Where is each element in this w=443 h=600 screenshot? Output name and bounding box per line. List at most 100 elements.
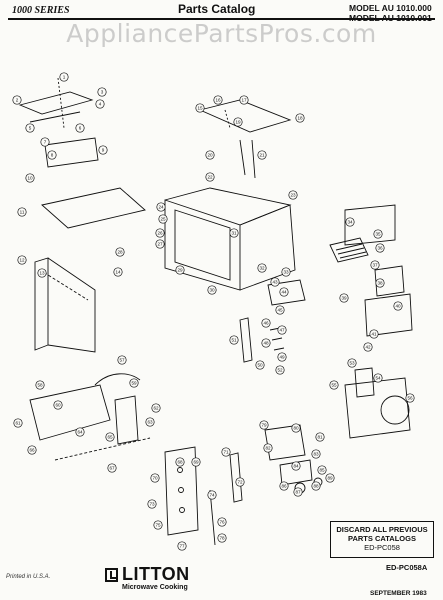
callout-78: 78 <box>217 533 227 543</box>
callout-59: 59 <box>129 378 139 388</box>
notice-line: DISCARD ALL PREVIOUS <box>336 525 428 534</box>
svg-text:88: 88 <box>313 484 319 489</box>
svg-text:59: 59 <box>131 381 137 386</box>
callout-3: 3 <box>97 87 107 97</box>
svg-text:27: 27 <box>157 242 163 247</box>
series-label: 1000 SERIES <box>12 5 70 16</box>
svg-text:21: 21 <box>259 153 265 158</box>
svg-text:33: 33 <box>283 270 289 275</box>
callout-21: 21 <box>257 150 267 160</box>
callout-87: 87 <box>293 487 303 497</box>
callout-66: 66 <box>27 445 37 455</box>
svg-text:24: 24 <box>158 205 164 210</box>
callout-56: 56 <box>405 393 415 403</box>
svg-text:23: 23 <box>290 193 296 198</box>
svg-text:80: 80 <box>293 426 299 431</box>
callout-16: 16 <box>213 95 223 105</box>
svg-text:41: 41 <box>371 332 377 337</box>
svg-text:66: 66 <box>29 448 35 453</box>
callout-61: 61 <box>13 418 23 428</box>
callout-24: 24 <box>156 202 166 212</box>
notice-code: ED-PC058 <box>364 543 400 552</box>
control-panel <box>164 446 199 536</box>
svg-text:40: 40 <box>395 304 401 309</box>
callout-68: 68 <box>175 457 185 467</box>
callout-76: 76 <box>217 517 227 527</box>
callout-31: 31 <box>229 228 239 238</box>
svg-text:29: 29 <box>177 268 183 273</box>
callout-22: 22 <box>205 172 215 182</box>
svg-text:87: 87 <box>295 490 301 495</box>
callout-44: 44 <box>279 287 289 297</box>
callout-60: 60 <box>53 400 63 410</box>
callout-73: 73 <box>147 499 157 509</box>
svg-text:8: 8 <box>51 153 54 158</box>
callout-67: 67 <box>107 463 117 473</box>
svg-text:62: 62 <box>153 406 159 411</box>
svg-text:58: 58 <box>37 383 43 388</box>
fan-bracket <box>267 279 306 306</box>
callout-85: 85 <box>317 465 327 475</box>
callout-88: 88 <box>311 481 321 491</box>
callout-20: 20 <box>205 150 215 160</box>
header-rule <box>8 18 435 20</box>
svg-text:26: 26 <box>157 231 163 236</box>
svg-text:60: 60 <box>55 403 61 408</box>
svg-text:6: 6 <box>79 126 82 131</box>
svg-text:84: 84 <box>293 464 299 469</box>
callout-37: 37 <box>370 260 380 270</box>
callout-57: 57 <box>117 355 127 365</box>
callout-30: 30 <box>207 285 217 295</box>
svg-text:50: 50 <box>257 363 263 368</box>
svg-text:13: 13 <box>39 271 45 276</box>
callout-15: 15 <box>195 103 205 113</box>
callout-81: 81 <box>315 432 325 442</box>
svg-text:76: 76 <box>219 520 225 525</box>
svg-text:55: 55 <box>331 383 337 388</box>
svg-text:67: 67 <box>109 466 115 471</box>
callout-50: 50 <box>255 360 265 370</box>
svg-text:44: 44 <box>281 290 287 295</box>
callout-2: 2 <box>12 95 22 105</box>
callout-79: 79 <box>259 420 269 430</box>
svg-text:3: 3 <box>101 90 104 95</box>
svg-text:51: 51 <box>231 338 237 343</box>
discard-notice: DISCARD ALL PREVIOUS PARTS CATALOGS ED-P… <box>330 521 434 558</box>
door-panel <box>41 187 146 229</box>
page-title: Parts Catalog <box>178 2 256 16</box>
callout-89: 89 <box>325 473 335 483</box>
callout-45: 45 <box>275 305 285 315</box>
callout-80: 80 <box>291 423 301 433</box>
fan-wheel <box>380 395 410 425</box>
svg-text:46: 46 <box>263 321 269 326</box>
svg-text:14: 14 <box>115 270 121 275</box>
vent-grille <box>329 237 369 263</box>
callout-86: 86 <box>279 481 289 491</box>
callout-70: 70 <box>150 473 160 483</box>
svg-text:32: 32 <box>259 266 265 271</box>
callout-33: 33 <box>281 267 291 277</box>
callout-54: 54 <box>373 373 383 383</box>
callout-18: 18 <box>295 113 305 123</box>
svg-text:52: 52 <box>277 368 283 373</box>
svg-text:38: 38 <box>377 281 383 286</box>
svg-text:78: 78 <box>219 536 225 541</box>
top-cover <box>198 99 292 133</box>
callout-48: 48 <box>261 338 271 348</box>
switch-bank <box>114 395 139 445</box>
svg-text:54: 54 <box>375 376 381 381</box>
svg-text:57: 57 <box>119 358 125 363</box>
callout-77: 77 <box>177 541 187 551</box>
svg-text:56: 56 <box>407 396 413 401</box>
callout-labels: 1 2 3 4 5 6 7 8 9 10 11 12 13 14 15 16 1… <box>12 72 415 551</box>
callout-63: 63 <box>145 417 155 427</box>
svg-text:36: 36 <box>377 246 383 251</box>
callout-26: 26 <box>155 228 165 238</box>
callout-40: 40 <box>393 301 403 311</box>
svg-text:71: 71 <box>223 450 229 455</box>
control-bracket <box>239 317 253 363</box>
callout-17: 17 <box>239 95 249 105</box>
svg-text:68: 68 <box>177 460 183 465</box>
svg-text:43: 43 <box>272 280 278 285</box>
